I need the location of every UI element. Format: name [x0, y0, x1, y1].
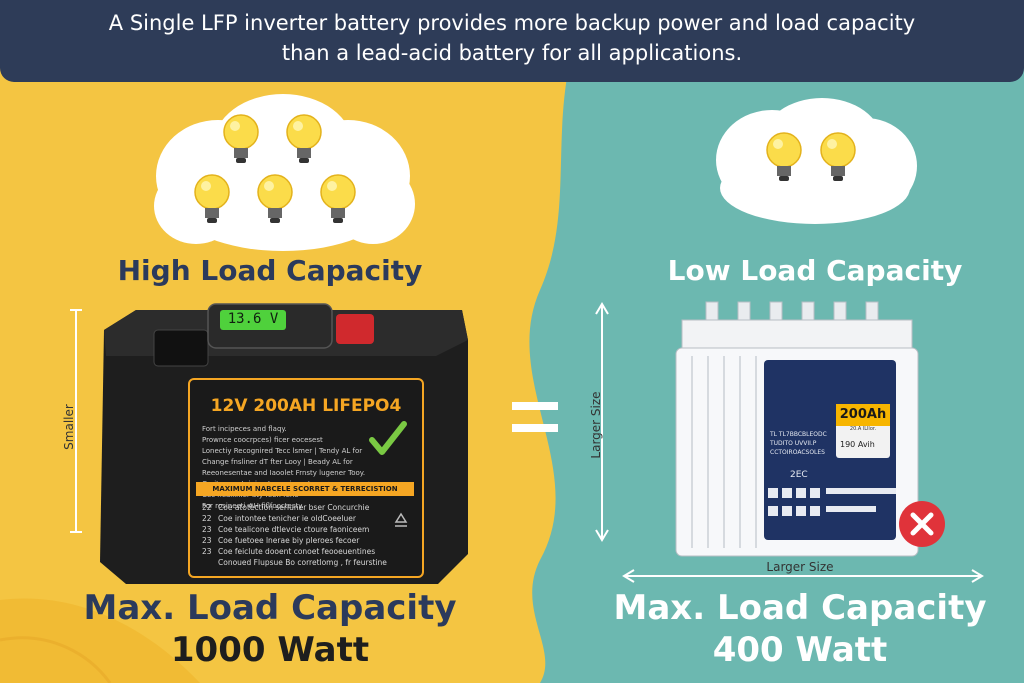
right-capacity-line-1: Max. Load Capacity — [613, 588, 987, 628]
left-heading: High Load Capacity — [117, 254, 423, 287]
left-measure-line — [70, 309, 82, 533]
spec-line: Lonectiy Recognired Tecc lsmer | Tendy A… — [202, 447, 363, 455]
lfp-label-panel — [188, 378, 424, 578]
battery-display: 13.6 V — [227, 311, 279, 327]
left-capacity-line-2: 1000 Watt — [170, 630, 370, 670]
spec-line: Change fnsliner dT fter Looy | Beady AL … — [202, 458, 353, 466]
spec-line: Reeonesentae and Iaoolet Frnsty lugener … — [202, 469, 366, 477]
light-bulb-icon — [223, 114, 259, 163]
header-banner: A Single LFP inverter battery provides m… — [0, 0, 1024, 82]
right-cloud — [716, 98, 917, 224]
cross-icon — [899, 501, 945, 547]
right-bottom-measure — [622, 569, 984, 583]
right-measure-line — [595, 302, 609, 542]
right-bottom-label: Larger Size — [740, 560, 860, 574]
lfp-battery-title: 12V 200AH LIFEPO4 — [210, 396, 402, 416]
recycle-icon — [394, 512, 408, 527]
right-side-label: Larger Size — [589, 391, 603, 459]
left-capacity-line-1: Max. Load Capacity — [83, 588, 457, 628]
lead-acid-badge-row2: 190 Avih — [840, 440, 875, 449]
lead-acid-badge-top: 200Ah — [836, 404, 890, 426]
spec-line: Prownce coocrpces) ficer eocesest — [202, 436, 323, 444]
light-bulb-icon — [820, 132, 856, 181]
light-bulb-icon — [257, 174, 293, 223]
right-capacity-line-2: 400 Watt — [712, 630, 888, 670]
left-side-label: Smaller — [62, 404, 76, 450]
right-heading: Low Load Capacity — [667, 254, 963, 287]
spec-row: Conoued Flupsue Bo corretlomg , fr feurs… — [218, 558, 387, 567]
lead-acid-model: 2EC — [790, 470, 808, 480]
equals-icon — [512, 402, 558, 410]
lfp-strip: MAXIMUM NABCELE SCORRET & TERRECISTION — [196, 482, 414, 496]
light-bulb-icon — [320, 174, 356, 223]
spec-line: Fort incipeces and flaqy. — [202, 425, 287, 433]
lead-acid-icon-row — [768, 488, 896, 516]
banner-line-2: than a lead-acid battery for all applica… — [281, 41, 743, 65]
light-bulb-icon — [194, 174, 230, 223]
lead-acid-left-text: TL TL7BBCBLEODC TUDITO UVVII.P CCTOIROAC… — [770, 431, 827, 456]
banner-line-1: A Single LFP inverter battery provides m… — [108, 11, 916, 35]
lfp-spec-lines: Fort incipeces and flaqy. Prownce coocrp… — [202, 424, 372, 512]
light-bulb-icon — [766, 132, 802, 181]
equals-icon-bar — [512, 424, 558, 432]
spec-line: For rosineeti #H fiflfooctesty. — [202, 502, 304, 510]
lead-acid-badge-sub: 20.A lLllor. — [849, 426, 877, 432]
light-bulb-icon — [286, 114, 322, 163]
check-mark-icon — [369, 421, 407, 455]
